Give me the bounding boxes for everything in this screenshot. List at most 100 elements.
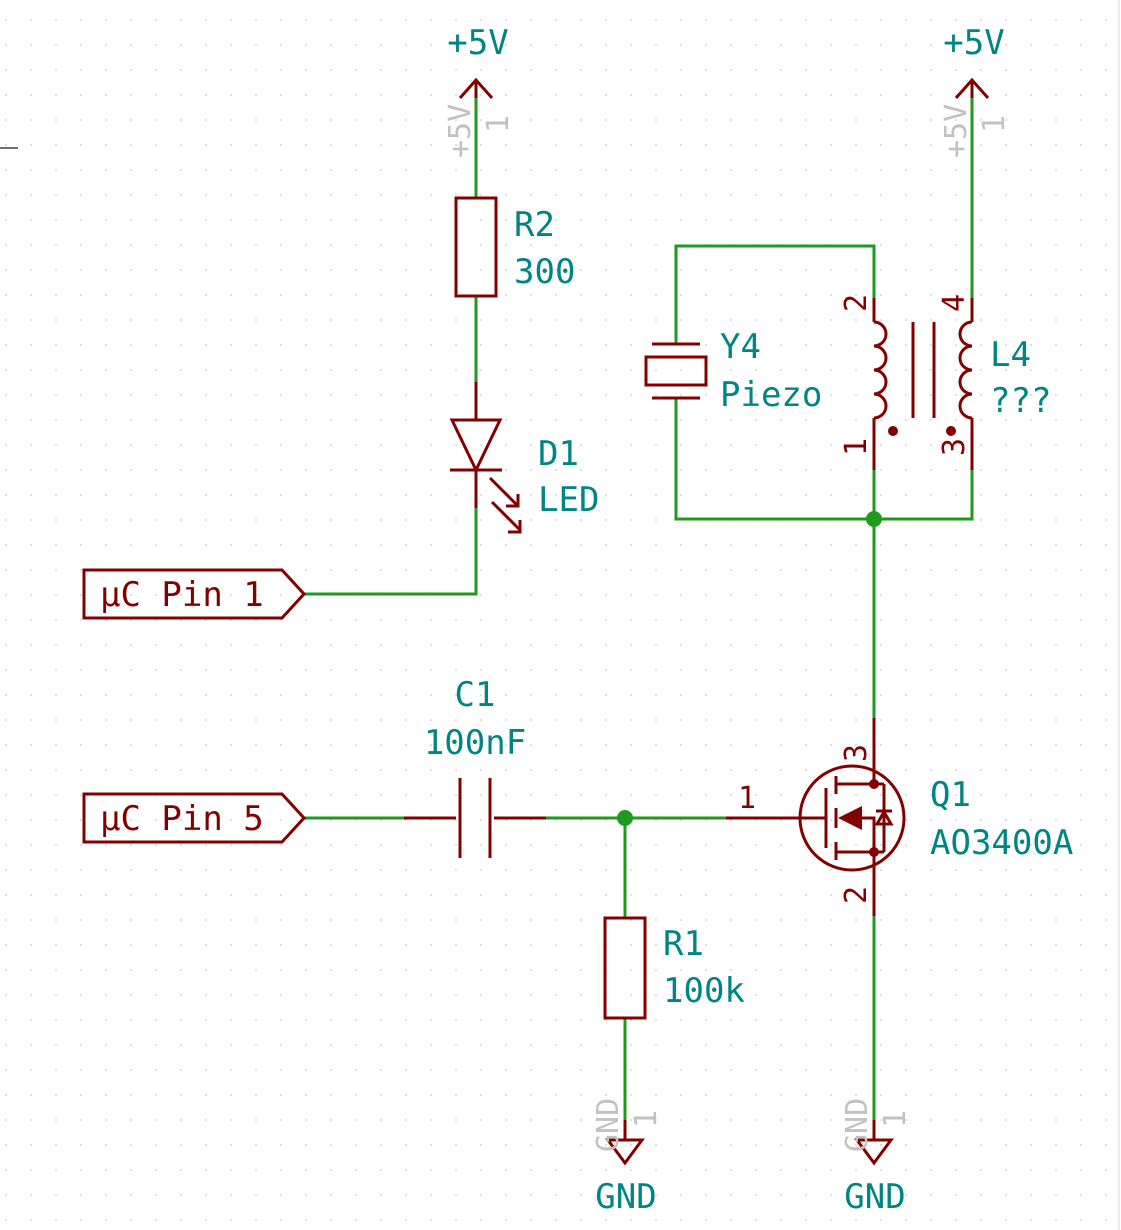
- grid-dot: [255, 919, 257, 921]
- grid-dot: [380, 119, 382, 121]
- global-label-uc-pin1[interactable]: µC Pin 1: [82, 568, 307, 620]
- grid-dot: [380, 694, 382, 696]
- grid-dot: [205, 719, 207, 721]
- grid-dot: [105, 919, 107, 921]
- capacitor-c1[interactable]: C1 100nF: [404, 675, 546, 858]
- grid-dot: [530, 19, 532, 21]
- grid-dot: [955, 269, 957, 271]
- grid-dot: [505, 694, 507, 696]
- grid-dot: [530, 694, 532, 696]
- grid-dot: [30, 119, 32, 121]
- grid-dot: [5, 1119, 7, 1121]
- grid-dot: [980, 169, 982, 171]
- grid-dot: [1055, 94, 1057, 96]
- grid-dot: [1080, 444, 1082, 446]
- grid-dot: [130, 194, 132, 196]
- grid-dot: [530, 644, 532, 646]
- piezo-y4[interactable]: Y4 Piezo: [644, 327, 822, 415]
- grid-dot: [405, 69, 407, 71]
- grid-dot: [630, 1119, 632, 1121]
- grid-dot: [1080, 494, 1082, 496]
- resistor-r2[interactable]: R2 300: [454, 196, 575, 298]
- grid-dot: [430, 394, 432, 396]
- uc-pin5-text: µC Pin 5: [100, 799, 264, 839]
- l4-pin-number: 1: [839, 438, 874, 456]
- grid-dot: [205, 419, 207, 421]
- grid-dot: [1105, 794, 1107, 796]
- grid-dot: [655, 894, 657, 896]
- grid-dot: [455, 1144, 457, 1146]
- grid-dot: [580, 1219, 582, 1221]
- grid-dot: [905, 219, 907, 221]
- grid-dot: [80, 44, 82, 46]
- grid-dot: [780, 669, 782, 671]
- grid-dot: [230, 244, 232, 246]
- ground-symbol-left[interactable]: GND 1 GND: [591, 1098, 664, 1217]
- grid-dot: [255, 944, 257, 946]
- grid-dot: [705, 994, 707, 996]
- grid-dot: [730, 769, 732, 771]
- grid-dot: [505, 544, 507, 546]
- grid-dot: [855, 719, 857, 721]
- grid-dot: [55, 1094, 57, 1096]
- grid-dot: [105, 44, 107, 46]
- grid-dot: [105, 969, 107, 971]
- grid-dot: [1030, 244, 1032, 246]
- grid-dot: [755, 19, 757, 21]
- grid-dot: [55, 494, 57, 496]
- grid-dot: [905, 194, 907, 196]
- grid-dot: [855, 319, 857, 321]
- grid-dot: [755, 169, 757, 171]
- grid-dot: [630, 944, 632, 946]
- grid-dot: [780, 869, 782, 871]
- grid-dot: [405, 1019, 407, 1021]
- grid-dot: [1105, 1044, 1107, 1046]
- grid-dot: [1105, 769, 1107, 771]
- grid-dot: [430, 719, 432, 721]
- grid-dot: [330, 944, 332, 946]
- grid-dot: [705, 844, 707, 846]
- grid-dot: [1030, 94, 1032, 96]
- resistor-r1[interactable]: R1 100k: [603, 916, 745, 1020]
- grid-dot: [355, 169, 357, 171]
- grid-dot: [855, 444, 857, 446]
- grid-dot: [930, 769, 932, 771]
- grid-dot: [230, 644, 232, 646]
- grid-dot: [230, 894, 232, 896]
- grid-dot: [305, 1169, 307, 1171]
- grid-dot: [730, 419, 732, 421]
- grid-dot: [430, 1019, 432, 1021]
- grid-dot: [1005, 1019, 1007, 1021]
- grid-dot: [405, 794, 407, 796]
- grid-dot: [655, 444, 657, 446]
- grid-dot: [505, 444, 507, 446]
- grid-dot: [280, 619, 282, 621]
- grid-dot: [155, 694, 157, 696]
- grid-dot: [1080, 1019, 1082, 1021]
- grid-dot: [30, 794, 32, 796]
- grid-dot: [1105, 444, 1107, 446]
- grid-dot: [5, 944, 7, 946]
- ground-symbol-right[interactable]: GND 1 GND: [840, 1098, 913, 1217]
- grid-dot: [980, 919, 982, 921]
- power-symbol-5v-left[interactable]: +5V +5V 1: [443, 23, 516, 158]
- grid-dot: [1105, 1069, 1107, 1071]
- grid-dot: [230, 369, 232, 371]
- global-label-uc-pin5[interactable]: µC Pin 5: [82, 792, 307, 844]
- grid-dot: [555, 294, 557, 296]
- transformer-l4[interactable]: 2 1 4 3 L4 ???: [839, 294, 1051, 470]
- grid-dot: [1080, 369, 1082, 371]
- grid-dot: [280, 844, 282, 846]
- grid-dot: [555, 919, 557, 921]
- mosfet-q1[interactable]: 1 3 2 Q1 AO3400A: [726, 718, 1073, 916]
- power-symbol-5v-right[interactable]: +5V +5V 1: [939, 23, 1012, 158]
- grid-dot: [255, 669, 257, 671]
- grid-dot: [1105, 344, 1107, 346]
- led-d1[interactable]: D1 LED: [449, 382, 599, 534]
- grid-dot: [905, 444, 907, 446]
- grid-dot: [930, 544, 932, 546]
- grid-dot: [155, 619, 157, 621]
- grid-dot: [955, 544, 957, 546]
- grid-dot: [280, 369, 282, 371]
- grid-dot: [230, 194, 232, 196]
